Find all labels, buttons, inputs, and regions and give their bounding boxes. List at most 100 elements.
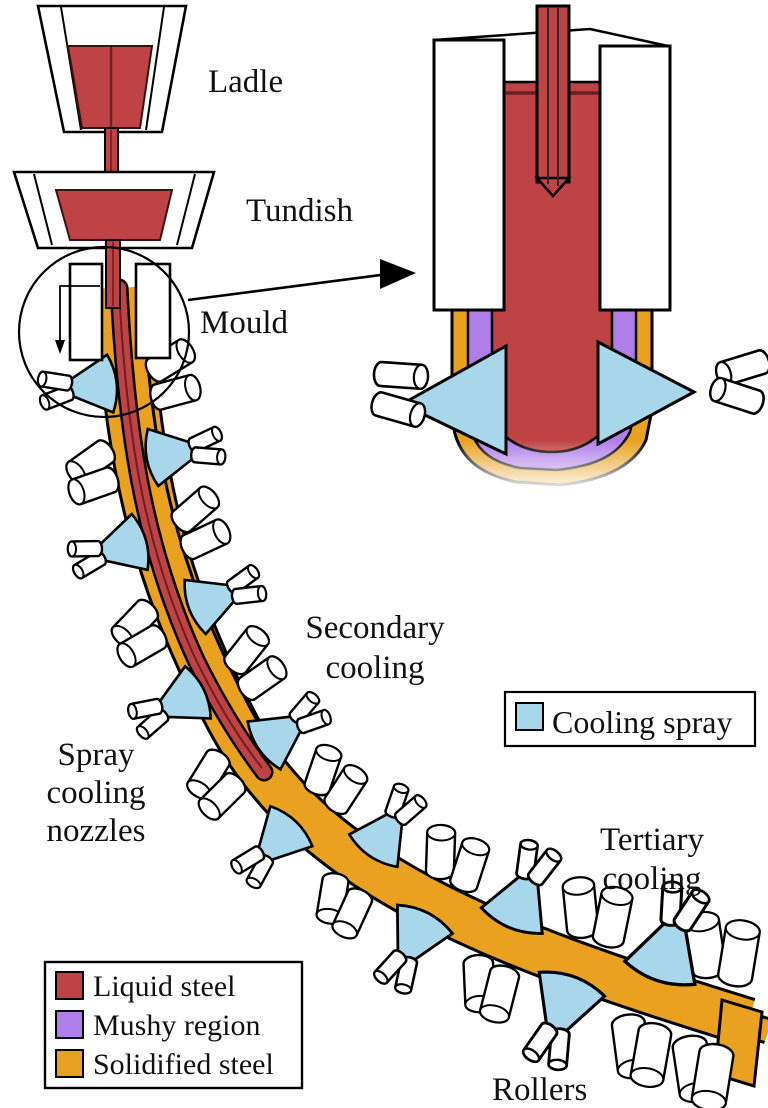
- ladle-inner-wall-right: [145, 6, 165, 131]
- spray-nozzle-cylinder: [38, 384, 75, 411]
- inset-nozzle-cylinder: [709, 376, 765, 415]
- cylinder-cap: [392, 782, 410, 795]
- legend-spray-box: [503, 690, 757, 748]
- cylinder-cap: [216, 448, 227, 466]
- label-rollers: Rollers: [492, 1072, 587, 1108]
- cooling-spray-cone: [521, 970, 607, 1072]
- cylinder-cap: [600, 886, 634, 906]
- casting-direction-line: [59, 285, 100, 342]
- label-spray-cooling-nozzles-3: nozzles: [47, 813, 146, 849]
- inset-mould-wall-right: [598, 44, 672, 312]
- annotation-arrow-line: [187, 271, 397, 302]
- cooling-spray-cone: [479, 838, 563, 935]
- annotation-arrowhead-icon: [380, 259, 416, 289]
- roller-cylinder: [179, 518, 232, 561]
- cylinder-cap: [690, 888, 711, 905]
- cylinder-cap: [245, 876, 262, 889]
- legend-label-solidified-steel: Solidified steel: [93, 1048, 274, 1081]
- cooling-spray-cone: [372, 903, 455, 995]
- spray-nozzle-cylinder: [225, 563, 261, 595]
- label-mould: Mould: [200, 305, 289, 341]
- mould-main: [17, 245, 191, 419]
- cylinder-cap: [413, 794, 428, 809]
- label-tertiary-cooling-1: Tertiary: [600, 822, 704, 858]
- cylinder-cap: [545, 847, 563, 863]
- spray-nozzle-cylinder: [384, 782, 410, 819]
- cooling-spray-cone: [347, 782, 428, 869]
- cylinder-cap: [547, 1058, 568, 1071]
- mould-block-left: [68, 262, 104, 362]
- cylinder-cap: [212, 518, 232, 545]
- strand-liquid-core: [109, 278, 274, 782]
- cylinder-cap: [305, 691, 321, 705]
- legend-cooling-spray: Cooling spray: [503, 690, 757, 748]
- label-secondary-cooling-1: Secondary: [305, 610, 445, 646]
- cylinder-cap: [197, 485, 220, 510]
- spray-nozzle-cylinder: [230, 845, 266, 875]
- cylinder-cap: [661, 880, 684, 894]
- spray-cone-shape: [537, 970, 607, 1043]
- spray-roller-layer: [36, 338, 761, 1108]
- spray-nozzle-cylinder: [127, 697, 164, 720]
- label-tundish: Tundish: [246, 193, 354, 229]
- roller-cylinder: [449, 837, 491, 894]
- label-spray-cooling-nozzles-2: cooling: [47, 775, 146, 811]
- cooling-spray-cone: [127, 664, 213, 740]
- cylinder-cap: [211, 425, 223, 442]
- cylinder-cap: [426, 824, 457, 842]
- spray-cone-shape: [479, 866, 544, 935]
- roller-cylinder: [561, 876, 600, 940]
- spray-cone-shape: [395, 903, 455, 969]
- cylinder-cap: [561, 876, 595, 896]
- mould-inset: [370, 4, 768, 510]
- cylinder-cap: [629, 1066, 665, 1088]
- cylinder-cap: [230, 858, 243, 875]
- spray-nozzle-cylinder: [393, 794, 428, 827]
- roller-cylinder: [144, 338, 196, 383]
- roller-cylinder: [331, 887, 374, 940]
- spray-cone-shape: [622, 910, 697, 987]
- inset-annotation-arrow: [187, 259, 416, 302]
- spray-nozzle-cylinder: [71, 550, 108, 580]
- inset-spray-cone-left: [398, 343, 508, 457]
- spray-nozzle-cylinder: [521, 1021, 559, 1064]
- roller-cylinder: [717, 919, 761, 988]
- cylinder-cap: [197, 797, 221, 821]
- cylinder-cap: [116, 642, 137, 668]
- cylinder-cap: [184, 373, 202, 402]
- spray-nozzle-cylinder: [135, 707, 170, 740]
- cylinder-cap: [522, 1047, 541, 1063]
- legend-swatch-mushy-region: [55, 1010, 84, 1039]
- cooling-spray-cone: [230, 804, 315, 890]
- cooling-spray-cone: [66, 512, 150, 580]
- cylinder-cap: [315, 744, 343, 763]
- spray-nozzle-cylinder: [288, 690, 321, 725]
- cylinder-cap: [72, 563, 85, 580]
- cylinder-cap: [373, 969, 389, 985]
- cylinder-cap: [127, 702, 138, 720]
- roller-cylinder: [170, 485, 221, 534]
- cylinder-cap: [724, 919, 761, 941]
- casting-direction-arrowhead-icon: [55, 340, 65, 354]
- roller-cylinder: [629, 1021, 673, 1088]
- cylinder-cap: [175, 338, 196, 364]
- cylinder-cap: [246, 564, 261, 580]
- legend-swatch-solidified-steel: [55, 1049, 84, 1078]
- spray-nozzle-cylinder: [526, 847, 563, 887]
- cylinder-cap: [519, 838, 539, 851]
- cooling-spray-cone: [144, 425, 227, 488]
- mould-detail-circle: [17, 245, 191, 419]
- tundish-inner-wall-left: [33, 173, 53, 246]
- spray-nozzle-cylinder: [672, 888, 711, 933]
- inset-entry-nozzle: [535, 4, 571, 184]
- roller-cylinder: [223, 625, 271, 676]
- core-seam-line: [118, 287, 263, 769]
- cylinder-cap: [266, 655, 288, 681]
- legend-label-cooling-spray: Cooling spray: [552, 704, 732, 740]
- cylinder-cap: [245, 625, 270, 647]
- spray-nozzle-cylinder: [372, 949, 408, 985]
- cylinder-cap: [136, 725, 150, 740]
- roller-cylinder: [67, 466, 120, 506]
